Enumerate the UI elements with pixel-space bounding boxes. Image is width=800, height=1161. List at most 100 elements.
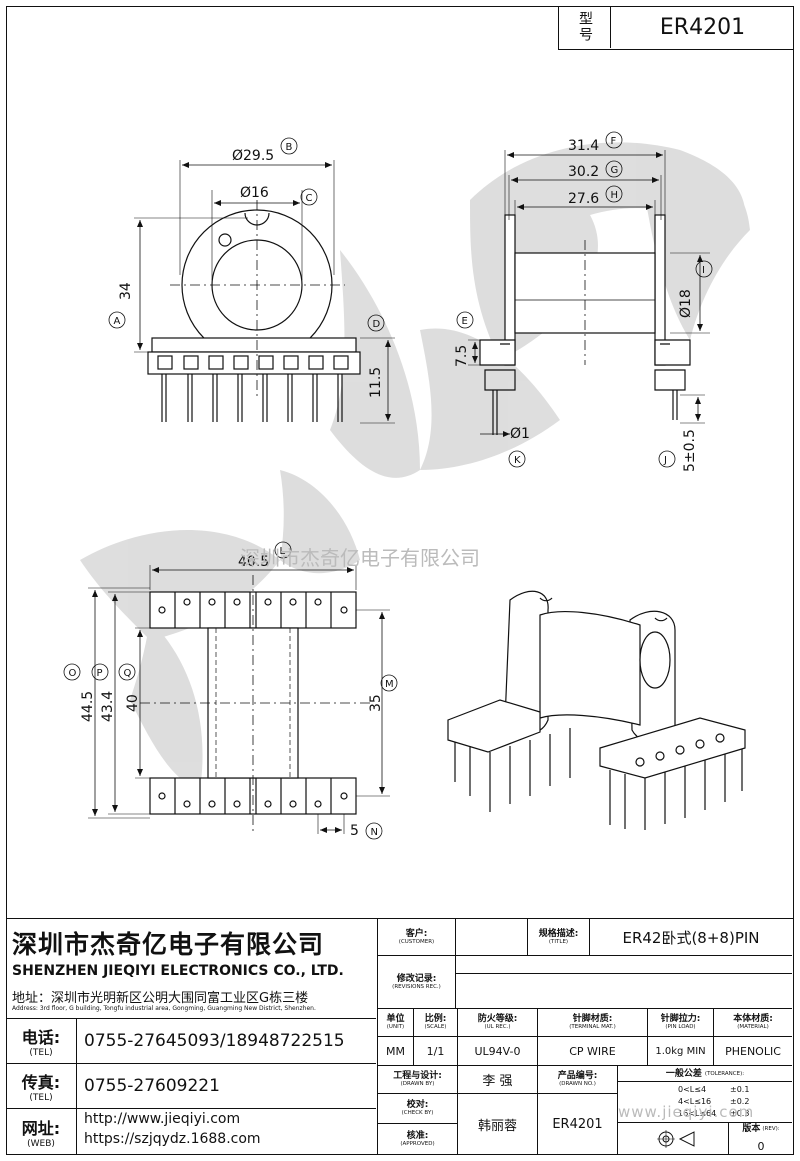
top-view-pins xyxy=(158,592,348,814)
address-en: Address: 3rd floor, G building, Tongfu i… xyxy=(12,1005,316,1012)
watermark-url: www.jieqiyi.com xyxy=(618,1103,755,1121)
approved-label: 核准:(APPROVED) xyxy=(378,1124,458,1155)
tel-value: 0755-27645093/18948722515 xyxy=(84,1031,345,1051)
technical-drawing: Ø29.5 Ø16 34 11.5 31.4 30.2 27.6 Ø18 7.5… xyxy=(63,131,750,840)
tolerance-row: 16<L≤64±0.3 xyxy=(678,1109,750,1118)
dim-b: Ø29.5 xyxy=(232,148,274,164)
version-value: 0 xyxy=(757,1139,765,1153)
svg-text:O: O xyxy=(69,668,77,679)
drawing-frame xyxy=(6,6,794,1155)
svg-text:B: B xyxy=(286,142,293,153)
front-pins xyxy=(157,355,349,422)
customer-value xyxy=(456,919,528,955)
scale-label: 比例:(SCALE) xyxy=(414,1009,458,1036)
dim-c: Ø16 xyxy=(240,185,269,201)
scale-value: 1/1 xyxy=(414,1037,458,1065)
title-value: ER42卧式(8+8)PIN xyxy=(622,928,760,947)
dim-a: 34 xyxy=(118,282,134,300)
dim-i: Ø18 xyxy=(678,289,694,318)
svg-text:I: I xyxy=(702,265,705,276)
tolerance-row: 4<L≤16±0.2 xyxy=(678,1097,750,1106)
callout-d: D xyxy=(367,314,385,332)
dim-d: 11.5 xyxy=(368,367,384,398)
pin-load-value: 1.0kg MIN xyxy=(648,1037,714,1065)
part-number-value: ER4201 xyxy=(538,1094,618,1155)
dim-n: 5 xyxy=(350,823,359,839)
svg-text:D: D xyxy=(373,319,381,330)
svg-text:E: E xyxy=(462,316,468,327)
company-panel: 深圳市杰奇亿电子有限公司 SHENZHEN JIEQIYI ELECTRONIC… xyxy=(6,919,378,1155)
callout-f: F xyxy=(605,131,623,149)
company-name-en: SHENZHEN JIEQIYI ELECTRONICS CO., LTD. xyxy=(12,963,344,979)
dimension-labels: Ø29.5 Ø16 34 11.5 31.4 30.2 27.6 Ø18 7.5… xyxy=(80,138,698,839)
watermark-company: 深圳市杰奇亿电子有限公司 xyxy=(240,546,480,570)
model-box: 型号 ER4201 xyxy=(558,6,794,50)
dim-f: 31.4 xyxy=(568,138,599,154)
unit-value: MM xyxy=(378,1037,414,1065)
dim-l: Ø1 xyxy=(510,426,530,442)
drawn-label: 工程与设计:(DRAWN BY) xyxy=(378,1066,458,1093)
drawn-value: 李 强 xyxy=(458,1066,538,1093)
dim-m: 35 xyxy=(368,694,384,712)
spec-table: 客户:(CUSTOMER) 规格描述:(TITLE) ER42卧式(8+8)PI… xyxy=(378,919,794,1155)
fax-value: 0755-27609221 xyxy=(84,1076,220,1096)
svg-text:J: J xyxy=(663,455,667,466)
tolerance-header: 一般公差(TOLERANCE): xyxy=(665,1069,745,1079)
ul-value: UL94V-0 xyxy=(458,1037,538,1065)
dim-p: 43.4 xyxy=(100,691,116,722)
projection-symbol-icon xyxy=(656,1128,696,1150)
svg-text:Q: Q xyxy=(124,668,132,679)
svg-text:A: A xyxy=(114,316,121,327)
tel-label: 电话: (TEL) xyxy=(21,1028,61,1058)
svg-text:H: H xyxy=(611,190,619,201)
title-block: 深圳市杰奇亿电子有限公司 SHENZHEN JIEQIYI ELECTRONIC… xyxy=(6,918,794,1155)
dim-o: 44.5 xyxy=(80,691,96,722)
svg-text:G: G xyxy=(611,165,619,176)
svg-text:L: L xyxy=(280,546,286,557)
callout-g: G xyxy=(605,160,623,178)
tolerance-row: 0<L≤4±0.1 xyxy=(678,1085,750,1094)
pin-material-label: 针脚材质:(TERMINAL MAT.) xyxy=(538,1009,648,1036)
callout-letters: B C A D F G H I E K J L O P Q M N xyxy=(63,131,713,840)
customer-label: 客户:(CUSTOMER) xyxy=(378,919,456,955)
unit-label: 单位(UNIT) xyxy=(378,1009,414,1036)
pin-material-value: CP WIRE xyxy=(538,1037,648,1065)
title-label: 规格描述:(TITLE) xyxy=(528,919,590,955)
dim-q: 40 xyxy=(125,694,141,712)
callout-k: L xyxy=(274,541,292,559)
revisions-label: 修改记录:(REVISIONS REC.) xyxy=(378,956,456,1008)
callout-n: N xyxy=(365,822,383,840)
svg-text:M: M xyxy=(385,679,394,690)
callout-o: O xyxy=(63,663,81,681)
svg-text:K: K xyxy=(514,455,521,466)
ul-label: 防火等级:(UL REC.) xyxy=(458,1009,538,1036)
part-label: 产品编号:(DRAWN NO.) xyxy=(538,1066,618,1093)
svg-text:F: F xyxy=(611,136,617,147)
company-name-cn: 深圳市杰奇亿电子有限公司 xyxy=(12,930,325,959)
version-label: 版本(REV): xyxy=(742,1124,780,1134)
web-link-2[interactable]: https://szjqydz.1688.com xyxy=(84,1131,261,1147)
fax-label: 传真: (TEL) xyxy=(21,1073,61,1103)
svg-text:P: P xyxy=(97,668,103,679)
model-label: 型号 xyxy=(559,6,611,48)
dim-g: 30.2 xyxy=(568,164,599,180)
callout-j: J xyxy=(658,450,676,468)
material-value: PHENOLIC xyxy=(725,1044,781,1058)
callout-h: H xyxy=(605,185,623,203)
svg-text:C: C xyxy=(306,193,313,204)
callout-i: I xyxy=(695,260,713,278)
callout-a: A xyxy=(108,311,126,329)
callout-e: E xyxy=(456,311,474,329)
web-link-1[interactable]: http://www.jieqiyi.com xyxy=(84,1111,241,1127)
dim-k: 40.5 xyxy=(238,554,269,570)
check-label: 校对:(CHECK BY) xyxy=(378,1094,458,1123)
callout-p: P xyxy=(91,663,109,681)
callout-b: B xyxy=(280,137,298,155)
address-cn: 地址：深圳市光明新区公明大围同富工业区G栋三楼 xyxy=(12,991,309,1006)
pin-load-label: 针脚拉力:(PIN LOAD) xyxy=(648,1009,714,1036)
callout-m: M xyxy=(380,674,398,692)
material-label: 本体材质:(MATERIAL) xyxy=(733,1014,773,1030)
svg-text:N: N xyxy=(371,827,378,838)
callout-l: K xyxy=(508,450,526,468)
dim-j: 5±0.5 xyxy=(682,429,698,472)
